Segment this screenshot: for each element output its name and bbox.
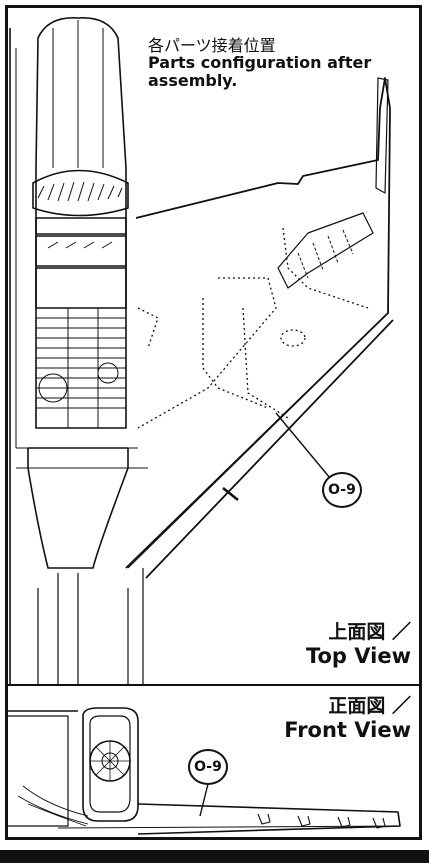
top-view-label-en: Top View [305, 644, 411, 668]
front-view-label-jp: 正面図 ／ [328, 695, 411, 717]
front-view-part-callout: O-9 [188, 749, 228, 785]
caption-japanese: 各パーツ接着位置 [148, 36, 276, 55]
wing-dotted-panel-lines [137, 227, 369, 429]
engine-ribs [36, 307, 126, 428]
instruction-frame: 各パーツ接着位置 Parts configuration after assem… [5, 5, 422, 840]
front-view-label-en: Front View [284, 718, 411, 742]
wing-leading-edge-outer [145, 319, 394, 579]
front-view-label: 正面図 ／ Front View [284, 694, 411, 742]
engine-panel-lines [52, 20, 104, 168]
engine-compressor-blades [37, 181, 123, 202]
engine-outline [35, 17, 127, 429]
fuselage-lower-lines [37, 573, 129, 684]
top-view-panel: 各パーツ接着位置 Parts configuration after assem… [8, 8, 419, 686]
pylon-3 [337, 816, 351, 828]
bottom-bar [0, 850, 429, 863]
front-wing [137, 803, 401, 835]
engine-intake [82, 707, 139, 822]
front-view-panel: O-9 正面図 ／ Front View [8, 686, 419, 837]
front-view-part-number: O-9 [194, 759, 222, 775]
top-view-part-number: O-9 [328, 482, 356, 498]
engine-band-3 [35, 267, 127, 309]
front-callout-leader [199, 783, 209, 817]
pylon-2 [297, 815, 311, 827]
engine-band-2 [35, 235, 127, 267]
front-view-drawing [8, 707, 401, 835]
wing-leading-edge [127, 312, 389, 569]
top-callout-leader [275, 412, 331, 479]
flap-panel [277, 212, 374, 289]
wingtip-rail [375, 77, 389, 194]
wing-outline [125, 77, 391, 569]
top-view-part-callout: O-9 [322, 472, 362, 508]
engine-band-1 [35, 217, 127, 235]
pylon-1 [257, 813, 271, 825]
top-view-label-jp: 上面図 ／ [328, 621, 411, 643]
caption-english: Parts configuration after assembly. [148, 53, 372, 90]
fuselage-tail-cone [27, 447, 129, 569]
pylon-4 [372, 817, 386, 829]
engine-compressor-ring [32, 169, 129, 217]
top-view-label: 上面図 ／ Top View [306, 620, 411, 668]
top-view-drawing [9, 17, 394, 684]
